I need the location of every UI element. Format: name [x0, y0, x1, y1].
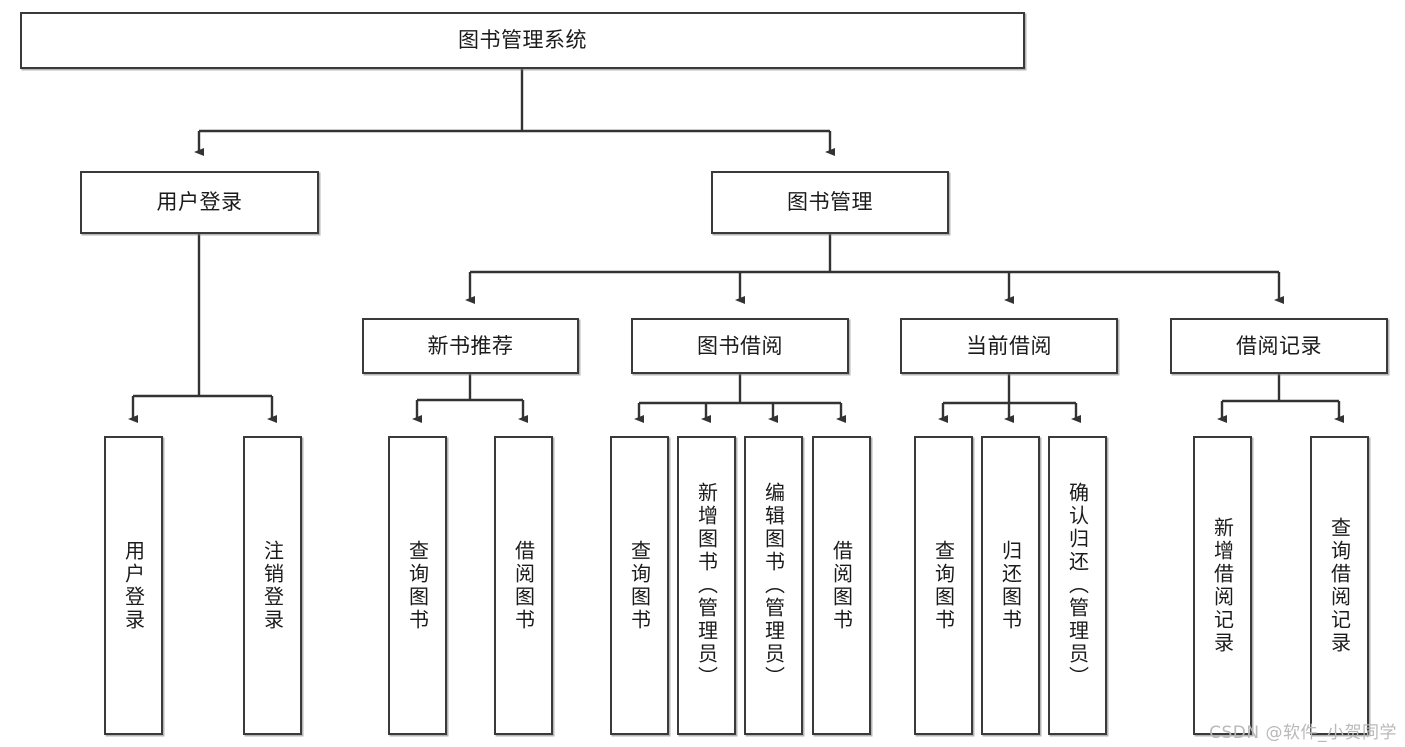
node-leaf-query-book-3-label: 查询图书	[931, 539, 956, 632]
node-leaf-borrow-book-2[interactable]: 借阅图书	[812, 436, 871, 735]
node-leaf-return-book-label: 归还图书	[998, 539, 1023, 632]
node-leaf-return-book[interactable]: 归还图书	[981, 436, 1040, 735]
node-leaf-confirm-return[interactable]: 确认归还（管理员）	[1048, 436, 1107, 735]
node-leaf-query-book-3[interactable]: 查询图书	[914, 436, 973, 735]
node-book-borrow[interactable]: 图书借阅	[631, 318, 849, 374]
node-leaf-add-record-label: 新增借阅记录	[1210, 516, 1235, 655]
node-leaf-logout-login-label: 注销登录	[260, 539, 285, 632]
node-user-login[interactable]: 用户登录	[80, 171, 319, 234]
node-book-management[interactable]: 图书管理	[711, 171, 949, 234]
node-leaf-user-login-label: 用户登录	[121, 539, 146, 632]
node-leaf-add-record[interactable]: 新增借阅记录	[1193, 436, 1252, 735]
node-leaf-query-record-label: 查询借阅记录	[1327, 516, 1352, 655]
node-leaf-query-book-1[interactable]: 查询图书	[388, 436, 447, 735]
node-leaf-logout-login[interactable]: 注销登录	[243, 436, 302, 735]
node-current-borrow-label: 当前借阅	[966, 333, 1052, 358]
watermark-text: CSDN @软件_小贺同学	[1209, 723, 1397, 743]
node-leaf-borrow-book-1[interactable]: 借阅图书	[494, 436, 553, 735]
node-user-login-label: 用户登录	[156, 190, 243, 215]
node-leaf-borrow-book-1-label: 借阅图书	[511, 539, 536, 632]
node-leaf-add-book[interactable]: 新增图书（管理员）	[677, 436, 736, 735]
node-leaf-borrow-book-2-label: 借阅图书	[829, 539, 854, 632]
node-root-label: 图书管理系统	[458, 28, 587, 53]
node-root[interactable]: 图书管理系统	[20, 12, 1025, 69]
node-book-management-label: 图书管理	[787, 190, 873, 215]
node-leaf-query-book-1-label: 查询图书	[405, 539, 430, 632]
node-new-book-recommend-label: 新书推荐	[427, 333, 514, 358]
node-leaf-query-book-2-label: 查询图书	[627, 539, 652, 632]
node-leaf-edit-book-label: 编辑图书（管理员）	[761, 482, 786, 689]
node-borrow-record-label: 借阅记录	[1236, 333, 1322, 358]
node-leaf-confirm-return-label: 确认归还（管理员）	[1065, 482, 1090, 689]
node-borrow-record[interactable]: 借阅记录	[1170, 318, 1388, 374]
node-leaf-add-book-label: 新增图书（管理员）	[694, 482, 719, 689]
node-current-borrow[interactable]: 当前借阅	[900, 318, 1118, 374]
node-leaf-edit-book[interactable]: 编辑图书（管理员）	[744, 436, 803, 735]
node-book-borrow-label: 图书借阅	[697, 333, 783, 358]
node-leaf-query-record[interactable]: 查询借阅记录	[1310, 436, 1369, 735]
node-leaf-user-login[interactable]: 用户登录	[104, 436, 163, 735]
node-new-book-recommend[interactable]: 新书推荐	[362, 318, 579, 374]
node-leaf-query-book-2[interactable]: 查询图书	[610, 436, 669, 735]
